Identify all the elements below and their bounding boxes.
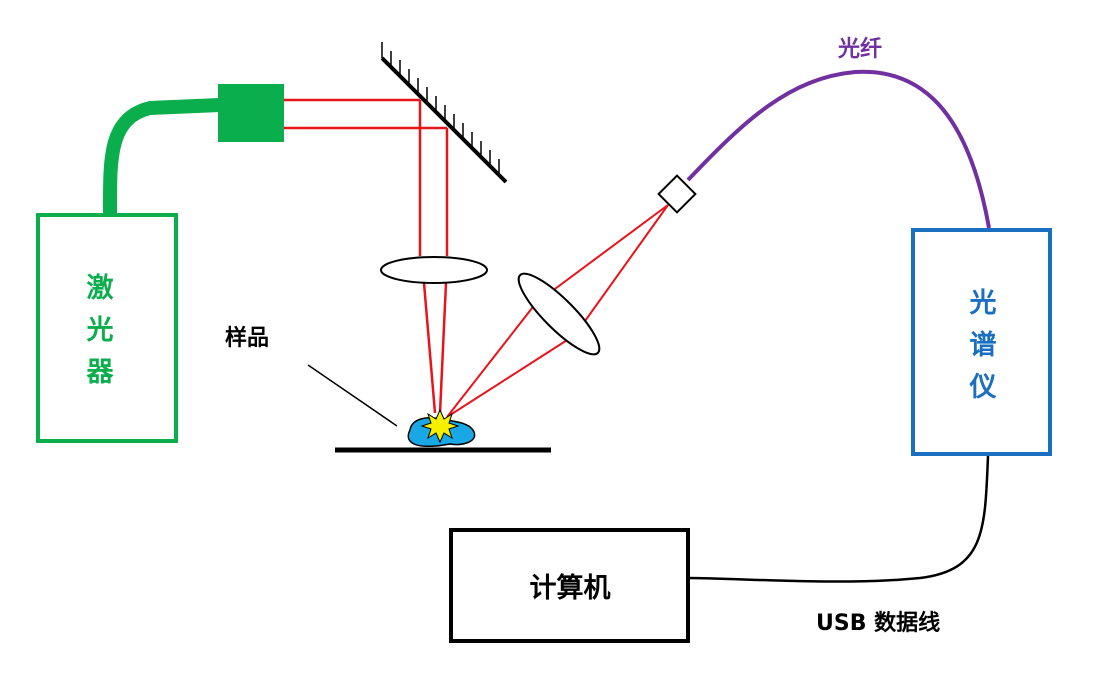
collecting-lens bbox=[517, 272, 601, 356]
laser-output-head bbox=[218, 84, 284, 142]
laser-output-fiber bbox=[102, 98, 221, 216]
fiber-label: 光纤 bbox=[837, 36, 882, 62]
plasma-spark bbox=[420, 408, 460, 444]
sample-label: 样品 bbox=[225, 325, 269, 351]
spectrometer-box bbox=[911, 228, 1052, 456]
laser-label-char-3: 器 bbox=[86, 357, 115, 388]
spectrometer-label-char-2: 谱 bbox=[970, 329, 997, 361]
collection-beam bbox=[446, 204, 669, 418]
optical-fiber bbox=[686, 69, 991, 229]
spectrometer-label-char-1: 光 bbox=[969, 288, 997, 319]
computer-label: 计算机 bbox=[530, 572, 611, 604]
usb-cable bbox=[687, 455, 990, 583]
mirror-hatching bbox=[381, 42, 500, 175]
computer-box bbox=[449, 528, 690, 643]
usb-cable-label: USB 数据线 bbox=[816, 610, 940, 636]
focusing-lens bbox=[380, 256, 488, 284]
laser-label-char-1: 激 bbox=[87, 272, 114, 304]
laser-label-char-2: 光 bbox=[86, 315, 114, 346]
spectrometer-label-char-3: 仪 bbox=[969, 372, 997, 403]
laser-beam bbox=[284, 98, 449, 414]
mirror bbox=[380, 42, 508, 184]
sample-leader-line bbox=[307, 364, 398, 427]
fiber-collector-head bbox=[657, 174, 697, 214]
